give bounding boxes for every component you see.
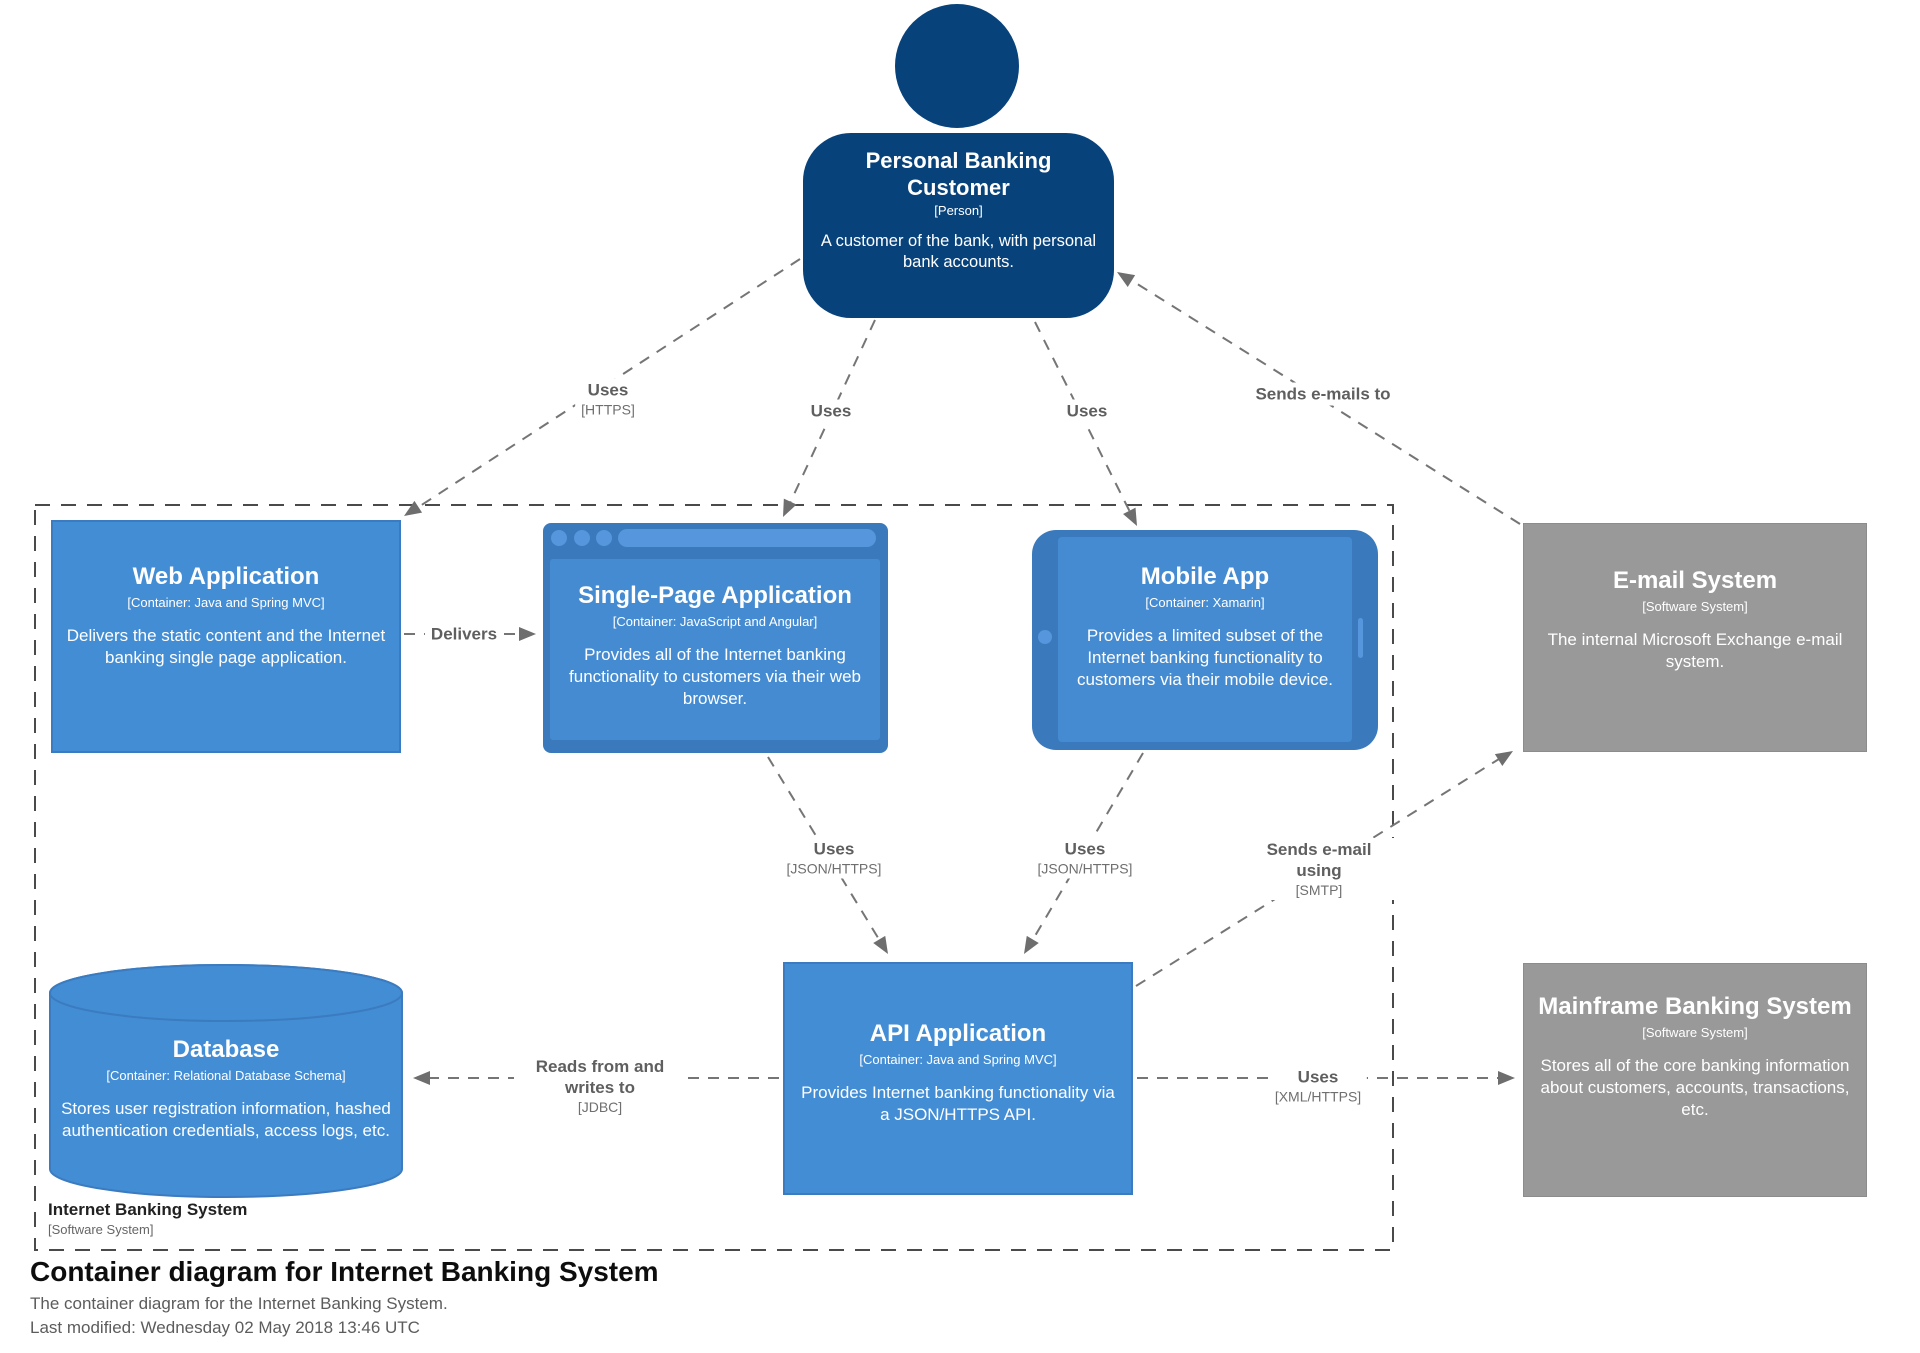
node-meta: [Container: JavaScript and Angular] [612,614,818,629]
relationship-label-mobile-api: Uses [JSON/HTTPS] [1031,837,1139,879]
arrowhead-spa-to-api [873,935,888,954]
browser-dot-icon [551,530,567,546]
arrowhead-person-to-mobile [1123,507,1137,526]
relationship-label-web-spa: Delivers [424,622,504,646]
node-description: Delivers the static content and the Inte… [66,626,386,667]
node-title: Web Application [132,563,320,590]
node-meta: [Container: Relational Database Schema] [106,1068,346,1083]
node-meta: [Container: Xamarin] [1145,595,1265,610]
arrowhead-person-to-web-app [404,500,423,516]
browser-address-bar [618,529,876,547]
person-head-icon [895,4,1019,128]
browser-dot-icon [596,530,612,546]
node-description: Provides all of the Internet banking fun… [569,645,861,708]
relationship-label-spa-api: Uses [JSON/HTTPS] [780,837,888,879]
node-title: Mainframe Banking System [1538,993,1852,1020]
node-title: Database [172,1036,280,1063]
speaker-icon [1358,618,1363,658]
node-description: Provides a limited subset of the Interne… [1076,626,1334,689]
relationship-label-person-web: Uses [HTTPS] [575,378,641,420]
node-description: A customer of the bank, with personal ba… [820,232,1097,271]
node-api-application: API Application [Container: Java and Spr… [783,962,1133,1195]
node-mobile-app: Mobile App [Container: Xamarin] Provides… [1032,530,1378,750]
mobile-screen-panel: Mobile App [Container: Xamarin] Provides… [1058,537,1352,742]
browser-dot-icon [574,530,590,546]
node-description: Stores user registration information, ha… [61,1099,391,1140]
node-meta: [Software System] [1642,1025,1748,1040]
node-title: API Application [869,1020,1047,1047]
diagram-title: Container diagram for Internet Banking S… [30,1256,659,1287]
node-title: Personal Banking Customer [865,148,1052,200]
node-web-application: Web Application [Container: Java and Spr… [51,520,401,753]
browser-chrome-bar [543,523,888,559]
arrowhead-api-to-email [1494,751,1513,766]
node-description: Stores all of the core banking informati… [1540,1056,1850,1119]
node-title: Single-Page Application [578,582,852,609]
diagram-subtitle: The container diagram for the Internet B… [30,1294,448,1313]
node-title: Mobile App [1140,563,1270,590]
diagram-last-modified: Last modified: Wednesday 02 May 2018 13:… [30,1318,420,1337]
relationship-label-email-person: Sends e-mails to [1249,382,1397,406]
arrowhead-email-to-person [1117,272,1136,287]
node-description: Provides Internet banking functionality … [801,1083,1115,1124]
node-meta: [Software System] [1642,599,1748,614]
node-personal-banking-customer: Personal Banking Customer [Person] A cus… [803,133,1114,318]
database-cylinder-shape [49,964,403,1198]
node-single-page-application: Single-Page Application [Container: Java… [543,523,888,753]
relationship-label-api-email: Sends e-mail using [SMTP] [1243,838,1395,900]
home-button-icon [1038,630,1052,644]
relationship-label-api-mainframe: Uses [XML/HTTPS] [1268,1065,1368,1107]
arrowhead-web-app-to-spa [519,627,536,641]
node-description: The internal Microsoft Exchange e-mail s… [1547,630,1843,671]
node-email-system: E-mail System [Software System] The inte… [1523,523,1867,752]
node-meta: [Container: Java and Spring MVC] [859,1052,1057,1067]
arrowhead-api-to-mainframe [1498,1071,1515,1085]
relationship-label-person-spa: Uses [804,399,858,423]
node-mainframe-banking-system: Mainframe Banking System [Software Syste… [1523,963,1867,1197]
arrowhead-mobile-to-api [1024,935,1039,954]
boundary-meta: [Software System] [48,1222,154,1237]
node-title: E-mail System [1612,567,1778,594]
node-meta: [Container: Java and Spring MVC] [127,595,325,610]
arrowhead-api-to-database [413,1071,430,1085]
boundary-name: Internet Banking System [48,1200,248,1219]
relationship-label-person-mobile: Uses [1060,399,1114,423]
node-database: Database [Container: Relational Database… [50,1000,402,1142]
arrowhead-person-to-spa [783,498,797,517]
browser-content-panel: Single-Page Application [Container: Java… [550,559,880,740]
relationship-label-api-database: Reads from and writes to [JDBC] [514,1055,686,1117]
node-meta: [Person] [934,203,983,218]
